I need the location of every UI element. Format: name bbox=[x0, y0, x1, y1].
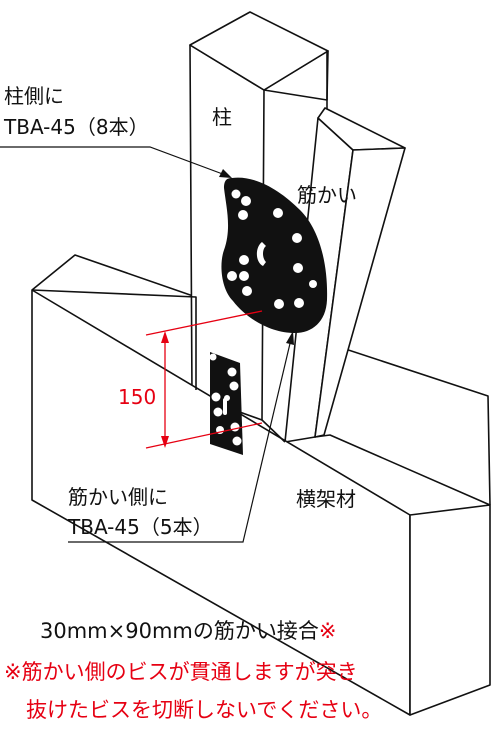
caption-note-line2: 抜けたビスを切断しないでください。 bbox=[26, 698, 383, 722]
dimension-150 bbox=[145, 310, 263, 449]
post-side-callout-line2: TBA-45（8本） bbox=[4, 115, 149, 139]
caption-note-line1: ※筋かい側のビスが貫通しますが突き bbox=[4, 660, 358, 684]
brace-side-callout-line1: 筋かい側に bbox=[68, 485, 168, 509]
post-label: 柱 bbox=[212, 105, 232, 129]
caption-main-mark: ※ bbox=[318, 619, 337, 643]
caption-main: 30mm×90mmの筋かい接合※ bbox=[40, 621, 336, 642]
brace-label: 筋かい bbox=[297, 183, 357, 207]
dimension-label: 150 bbox=[118, 385, 157, 409]
leader-lines bbox=[0, 146, 293, 543]
caption-main-text: 30mm×90mmの筋かい接合 bbox=[40, 619, 319, 643]
brace-side-callout-line2: TBA-45（5本） bbox=[68, 515, 213, 539]
post-side-callout-line1: 柱側に bbox=[4, 84, 64, 108]
brace-hardware-plate bbox=[209, 352, 243, 455]
leader-arrowheads bbox=[219, 169, 294, 345]
post-hardware-plate bbox=[221, 177, 328, 333]
beam-label: 横架材 bbox=[296, 487, 356, 511]
beam-front bbox=[31, 289, 491, 716]
